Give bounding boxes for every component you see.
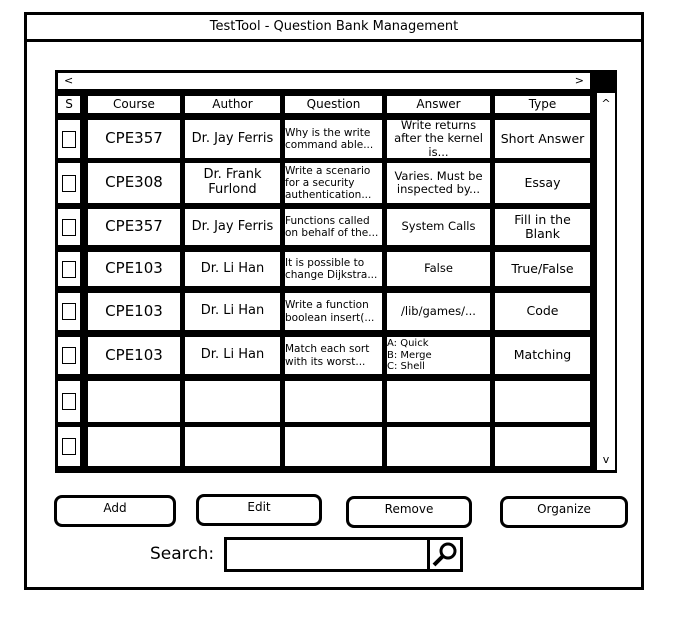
cell-answer[interactable]: False bbox=[387, 252, 490, 286]
search-button[interactable] bbox=[427, 537, 463, 572]
cell-answer[interactable]: Write returns after the kernel is... bbox=[387, 120, 490, 158]
column-header-answer: Answer bbox=[387, 96, 490, 113]
cell-author[interactable]: Dr. Li Han bbox=[185, 293, 280, 330]
organize-button[interactable]: Organize bbox=[500, 496, 628, 528]
cell-course[interactable]: CPE308 bbox=[88, 163, 180, 203]
search-input[interactable] bbox=[224, 537, 430, 572]
row-checkbox[interactable] bbox=[62, 438, 76, 455]
row-select-cell bbox=[58, 293, 80, 330]
column-header-type: Type bbox=[495, 96, 590, 113]
cell-type[interactable]: Matching bbox=[495, 337, 590, 374]
cell-type[interactable] bbox=[495, 381, 590, 422]
cell-question[interactable] bbox=[285, 427, 382, 466]
remove-button[interactable]: Remove bbox=[346, 496, 472, 528]
row-select-cell bbox=[58, 209, 80, 245]
cell-type[interactable]: Code bbox=[495, 293, 590, 330]
scroll-right-arrow-icon[interactable]: > bbox=[574, 74, 584, 87]
cell-author[interactable]: Dr. Jay Ferris bbox=[185, 209, 280, 245]
cell-answer[interactable] bbox=[387, 427, 490, 466]
cell-question[interactable]: Write a function boolean insert(... bbox=[285, 293, 382, 330]
row-checkbox[interactable] bbox=[62, 393, 76, 410]
column-header-question: Question bbox=[285, 96, 382, 113]
magnifier-icon bbox=[432, 542, 457, 567]
row-checkbox[interactable] bbox=[62, 303, 76, 320]
cell-type[interactable]: Essay bbox=[495, 163, 590, 203]
add-button[interactable]: Add bbox=[54, 495, 176, 527]
cell-author[interactable]: Dr. Li Han bbox=[185, 252, 280, 286]
row-checkbox[interactable] bbox=[62, 218, 76, 236]
cell-author[interactable] bbox=[185, 381, 280, 422]
cell-course[interactable] bbox=[88, 427, 180, 466]
row-select-cell bbox=[58, 337, 80, 374]
cell-author[interactable]: Dr. Jay Ferris bbox=[185, 120, 280, 158]
cell-type[interactable]: True/False bbox=[495, 252, 590, 286]
row-checkbox[interactable] bbox=[62, 174, 76, 192]
cell-answer[interactable]: A: Quick B: Merge C: Shell bbox=[387, 337, 490, 374]
cell-course[interactable]: CPE103 bbox=[88, 293, 180, 330]
column-header-select: S bbox=[58, 96, 80, 113]
cell-answer[interactable] bbox=[387, 381, 490, 422]
column-header-course: Course bbox=[88, 96, 180, 113]
cell-type[interactable]: Short Answer bbox=[495, 120, 590, 158]
edit-button[interactable]: Edit bbox=[196, 494, 322, 526]
cell-course[interactable] bbox=[88, 381, 180, 422]
cell-answer[interactable]: /lib/games/... bbox=[387, 293, 490, 330]
cell-course[interactable]: CPE103 bbox=[88, 252, 180, 286]
cell-question[interactable]: Write a scenario for a security authenti… bbox=[285, 163, 382, 203]
cell-question[interactable] bbox=[285, 381, 382, 422]
vertical-scrollbar[interactable]: ^ v bbox=[597, 93, 615, 470]
cell-question[interactable]: It is possible to change Dijkstra... bbox=[285, 252, 382, 286]
cell-answer[interactable]: Varies. Must be inspected by... bbox=[387, 163, 490, 203]
row-checkbox[interactable] bbox=[62, 260, 76, 278]
cell-course[interactable]: CPE357 bbox=[88, 209, 180, 245]
row-select-cell bbox=[58, 252, 80, 286]
row-checkbox[interactable] bbox=[62, 347, 76, 364]
search-label: Search: bbox=[150, 544, 215, 564]
cell-author[interactable]: Dr. Li Han bbox=[185, 337, 280, 374]
scroll-up-arrow-icon[interactable]: ^ bbox=[601, 97, 611, 110]
row-select-cell bbox=[58, 163, 80, 203]
cell-author[interactable] bbox=[185, 427, 280, 466]
cell-author[interactable]: Dr. Frank Furlond bbox=[185, 163, 280, 203]
cell-question[interactable]: Match each sort with its worst... bbox=[285, 337, 382, 374]
cell-type[interactable]: Fill in the Blank bbox=[495, 209, 590, 245]
cell-question[interactable]: Functions called on behalf of the... bbox=[285, 209, 382, 245]
cell-type[interactable] bbox=[495, 427, 590, 466]
scroll-down-arrow-icon[interactable]: v bbox=[602, 453, 610, 466]
window-title: TestTool - Question Bank Management bbox=[24, 12, 644, 42]
row-checkbox[interactable] bbox=[62, 130, 76, 148]
row-select-cell bbox=[58, 381, 80, 422]
scroll-left-arrow-icon[interactable]: < bbox=[64, 74, 74, 87]
row-select-cell bbox=[58, 120, 80, 158]
horizontal-scrollbar[interactable]: < > bbox=[58, 73, 590, 89]
cell-question[interactable]: Why is the write command able... bbox=[285, 120, 382, 158]
row-select-cell bbox=[58, 427, 80, 466]
column-header-author: Author bbox=[185, 96, 280, 113]
cell-course[interactable]: CPE103 bbox=[88, 337, 180, 374]
cell-course[interactable]: CPE357 bbox=[88, 120, 180, 158]
cell-answer[interactable]: System Calls bbox=[387, 209, 490, 245]
